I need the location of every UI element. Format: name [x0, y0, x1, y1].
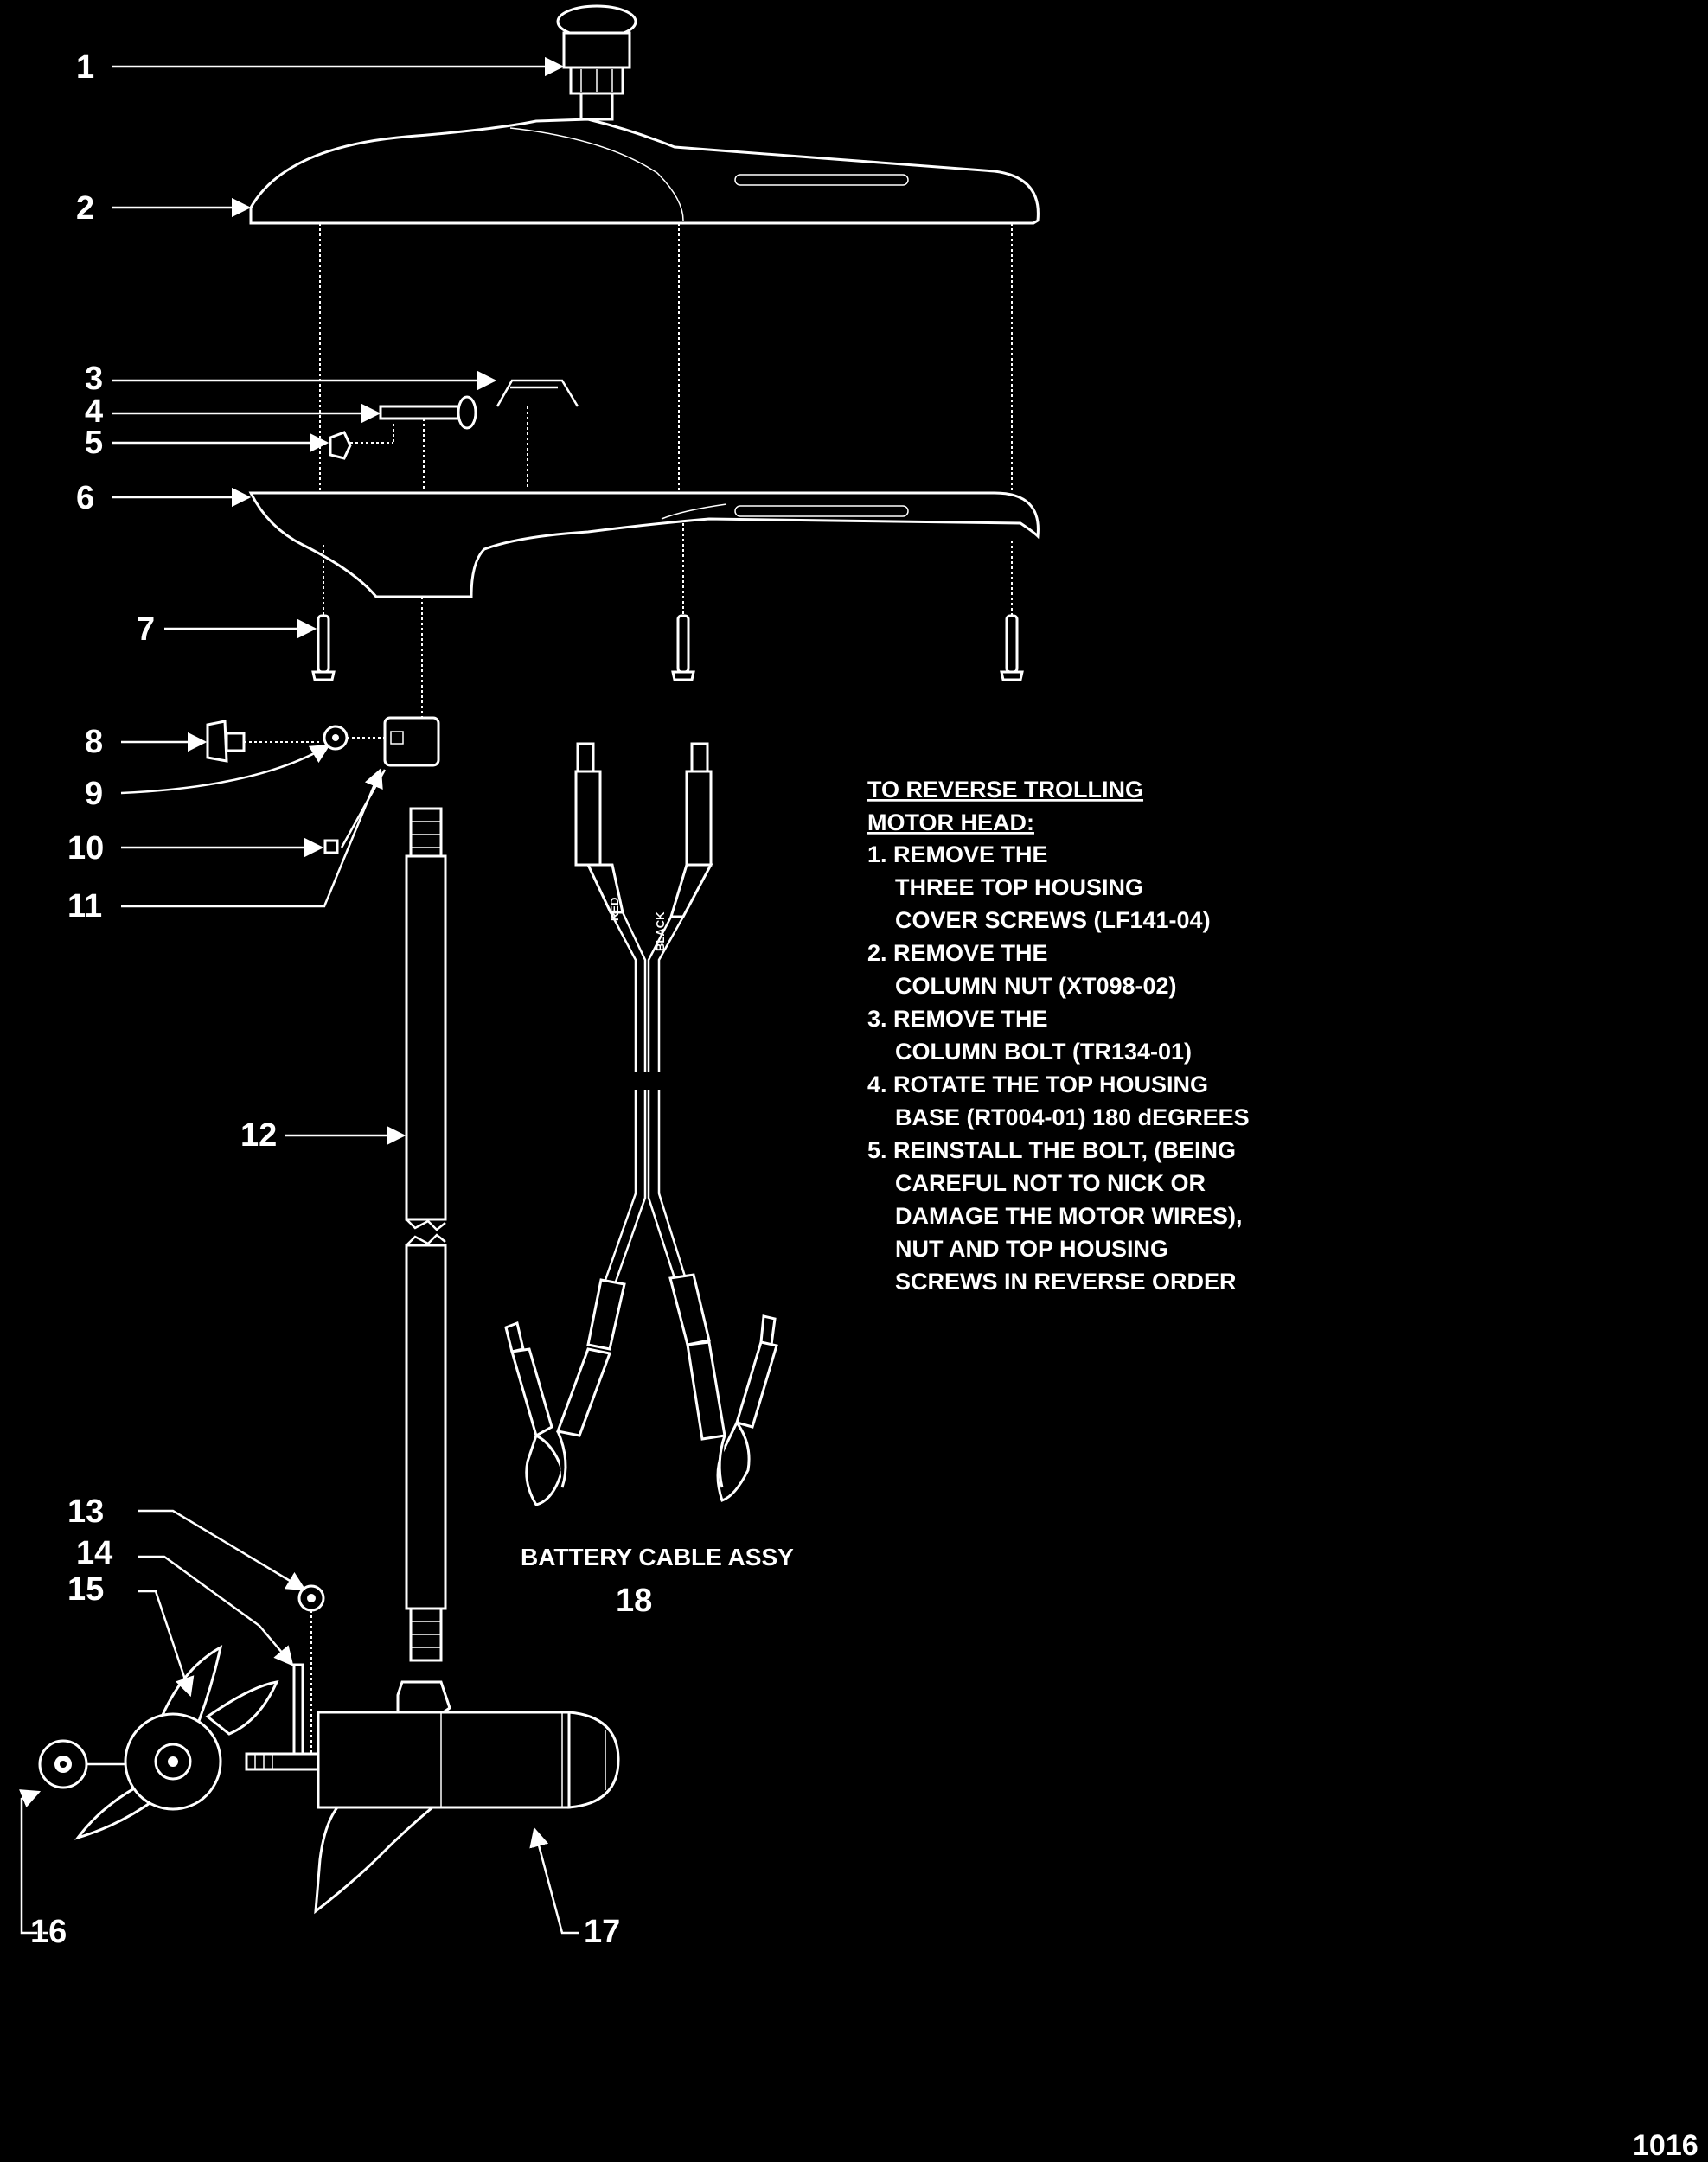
instructions-heading-1: TO REVERSE TROLLING [867, 777, 1143, 803]
instruction-line: SCREWS IN REVERSE ORDER [895, 1269, 1237, 1295]
instruction-line: 2. REMOVE THE [867, 940, 1048, 966]
column-nut-part [329, 424, 394, 460]
composite-shaft-part [405, 807, 447, 1662]
instruction-line: 5. REINSTALL THE BOLT, (BEING [867, 1137, 1236, 1163]
black-wire-label: BLACK [654, 911, 667, 951]
propeller-part [74, 1645, 279, 1840]
callout-17: 17 [584, 1914, 620, 1950]
instruction-line: DAMAGE THE MOTOR WIRES), [895, 1203, 1243, 1229]
figure-number: 1016 [1633, 2129, 1698, 2162]
small-nut-part [323, 839, 339, 854]
callout-8: 8 [85, 724, 103, 760]
callout-12: 12 [240, 1117, 277, 1154]
instruction-line: CAREFUL NOT TO NICK OR [895, 1170, 1206, 1196]
callout-18: 18 [616, 1583, 652, 1619]
cover-screw-part [1000, 614, 1024, 681]
steering-collar-part [340, 716, 440, 848]
cable-assembly-title: BATTERY CABLE ASSY [521, 1544, 794, 1570]
instruction-line: BASE (RT004-01) 180 dEGREES [895, 1104, 1250, 1130]
cover-screw-part [671, 614, 695, 681]
instruction-line: COLUMN NUT (XT098-02) [895, 973, 1177, 999]
instructions-heading-2: MOTOR HEAD: [867, 809, 1034, 835]
callout-3: 3 [85, 361, 103, 397]
instruction-line: 4. ROTATE THE TOP HOUSING [867, 1071, 1208, 1097]
instruction-line: COVER SCREWS (LF141-04) [895, 907, 1211, 933]
cover-screw-part [311, 614, 336, 681]
washer-part [323, 725, 385, 751]
prop-shaft [245, 1752, 320, 1771]
callout-5: 5 [85, 425, 103, 461]
clip-part [496, 379, 579, 489]
instruction-line: THREE TOP HOUSING [895, 874, 1143, 900]
lock-knob-part [206, 720, 320, 763]
callout-leaders [19, 56, 579, 1935]
instruction-line: NUT AND TOP HOUSING [895, 1236, 1168, 1262]
drive-pin-part [292, 1663, 304, 1760]
prop-washer-part [297, 1584, 325, 1760]
battery-cable-assembly [504, 742, 778, 1506]
instruction-line: COLUMN BOLT (TR134-01) [895, 1039, 1192, 1065]
instruction-line: 3. REMOVE THE [867, 1006, 1048, 1032]
reverse-head-instructions: TO REVERSE TROLLING MOTOR HEAD: 1. REMOV… [867, 777, 1250, 1295]
callout-16: 16 [30, 1914, 67, 1950]
instruction-line: 1. REMOVE THE [867, 841, 1048, 867]
column-bolt-part [379, 395, 477, 489]
top-housing-cover-part [249, 118, 1040, 225]
callout-10: 10 [67, 830, 104, 867]
callout-2: 2 [76, 190, 94, 227]
motor-housing-part [314, 1680, 620, 1915]
callout-6: 6 [76, 480, 94, 516]
callout-7: 7 [137, 611, 155, 648]
top-housing-base-part [248, 491, 1040, 598]
red-wire-label: RED [608, 898, 621, 921]
callout-15: 15 [67, 1571, 104, 1608]
callout-14: 14 [76, 1535, 112, 1571]
callout-11: 11 [67, 888, 102, 924]
speed-knob-part [556, 4, 637, 121]
callout-9: 9 [85, 776, 103, 812]
callout-13: 13 [67, 1494, 104, 1530]
prop-nut-part [38, 1739, 88, 1789]
callout-1: 1 [76, 49, 94, 86]
callout-4: 4 [85, 393, 103, 430]
